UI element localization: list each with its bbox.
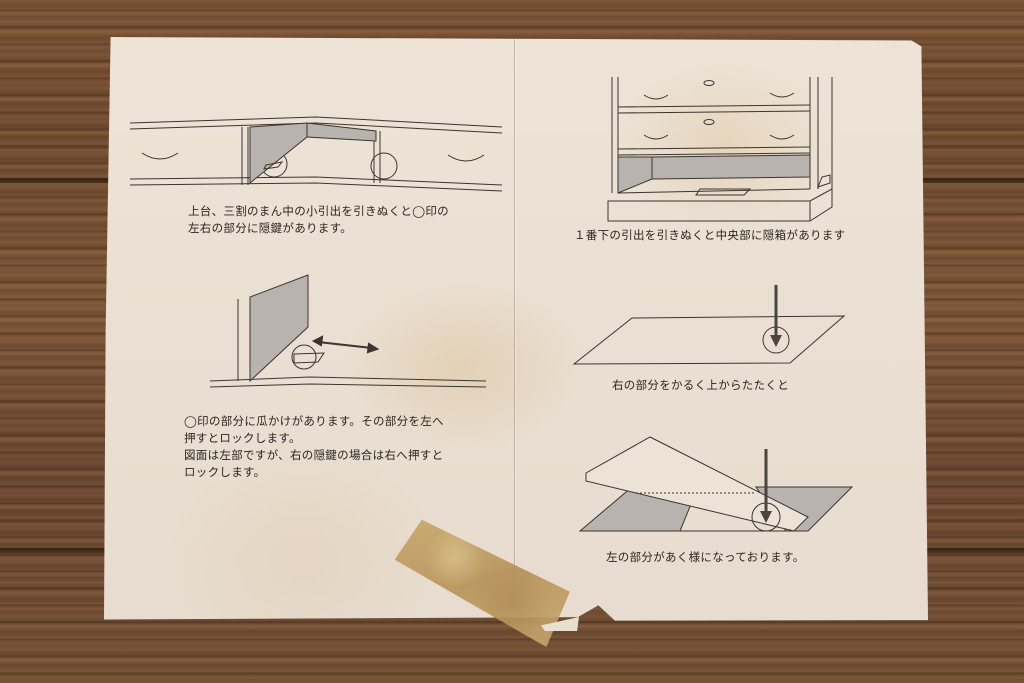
- step3-caption: １番下の引出を引きぬくと中央部に隠箱があります: [574, 228, 846, 242]
- figure-chest-drawers: [607, 77, 833, 222]
- figure-lock-latch: [209, 274, 487, 388]
- figure-upper-cabinet: [129, 116, 503, 192]
- step1-caption: 上台、三割のまん中の小引出を引きぬくと◯印の 左右の部分に隠鍵があります。: [188, 204, 449, 235]
- step2-caption: ◯印の部分に瓜かけがあります。その部分を左へ 押すとロックします。 図面は左部で…: [184, 414, 444, 479]
- step4-caption: 右の部分をかるく上からたたくと: [612, 378, 789, 392]
- center-fold-line: [514, 37, 515, 621]
- instruction-sheet: 上台、三割のまん中の小引出を引きぬくと◯印の 左右の部分に隠鍵があります。 ◯印…: [104, 37, 928, 621]
- figure-panel-tap: [572, 285, 846, 365]
- step5-caption: 左の部分があく様になっております。: [606, 550, 805, 564]
- figure-panel-open: [578, 436, 854, 532]
